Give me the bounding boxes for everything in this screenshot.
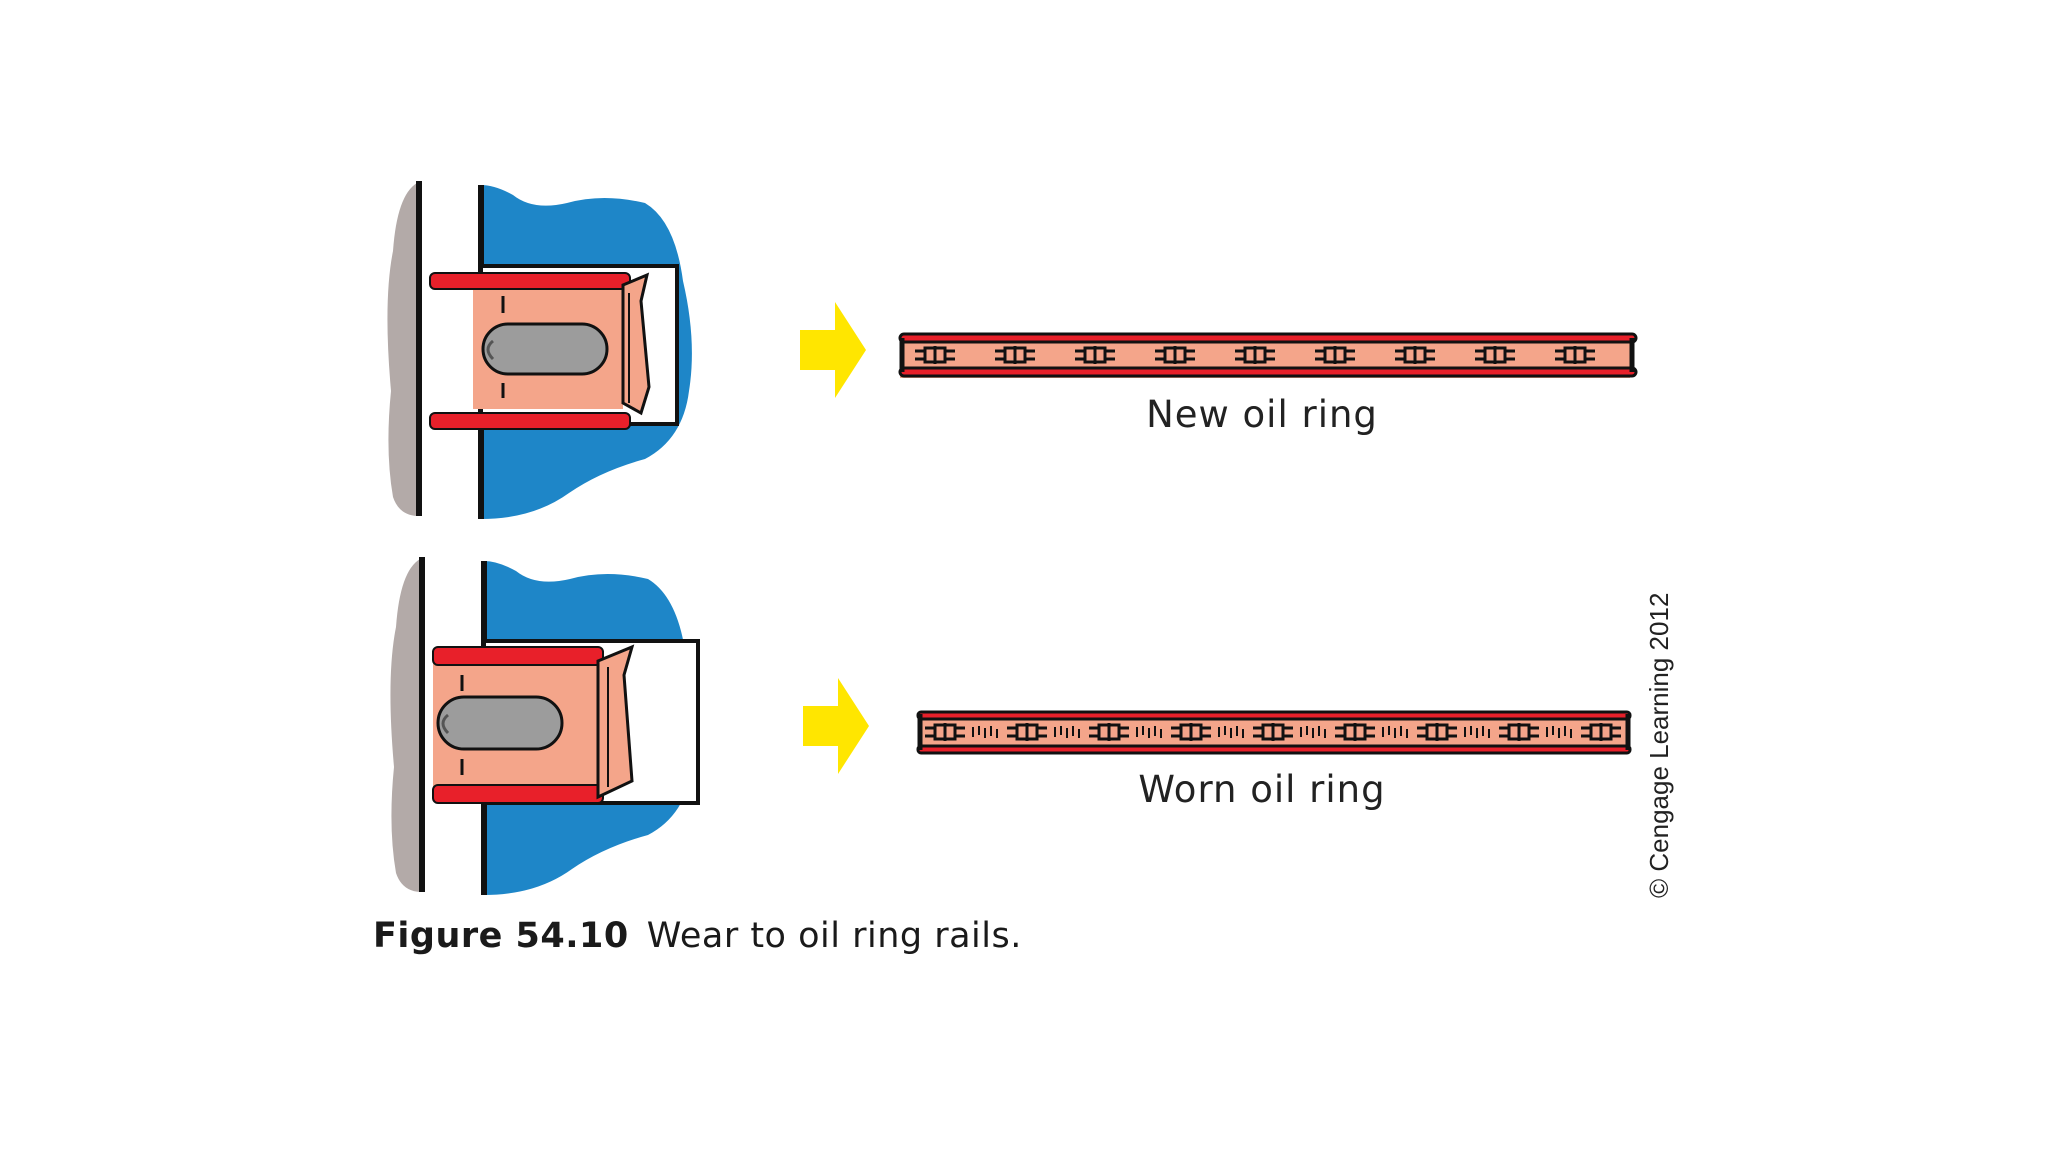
new-oil-ring-strip	[898, 332, 1638, 378]
new-oil-ring-label: New oil ring	[1146, 393, 1378, 436]
worn-oil-ring-strip	[916, 710, 1632, 755]
figure-number: Figure 54.10	[373, 916, 629, 956]
arrow-icon	[800, 302, 866, 398]
copyright-notice: © Cengage Learning 2012	[1644, 593, 1674, 898]
caption-text: Wear to oil ring rails.	[646, 916, 1022, 956]
figure-caption: Figure 54.10 Wear to oil ring rails.	[373, 916, 1022, 956]
worn-oil-ring-label: Worn oil ring	[1138, 768, 1385, 811]
arrow-icon	[803, 678, 869, 774]
new-ring-section	[387, 181, 691, 519]
worn-ring-section	[390, 557, 700, 895]
